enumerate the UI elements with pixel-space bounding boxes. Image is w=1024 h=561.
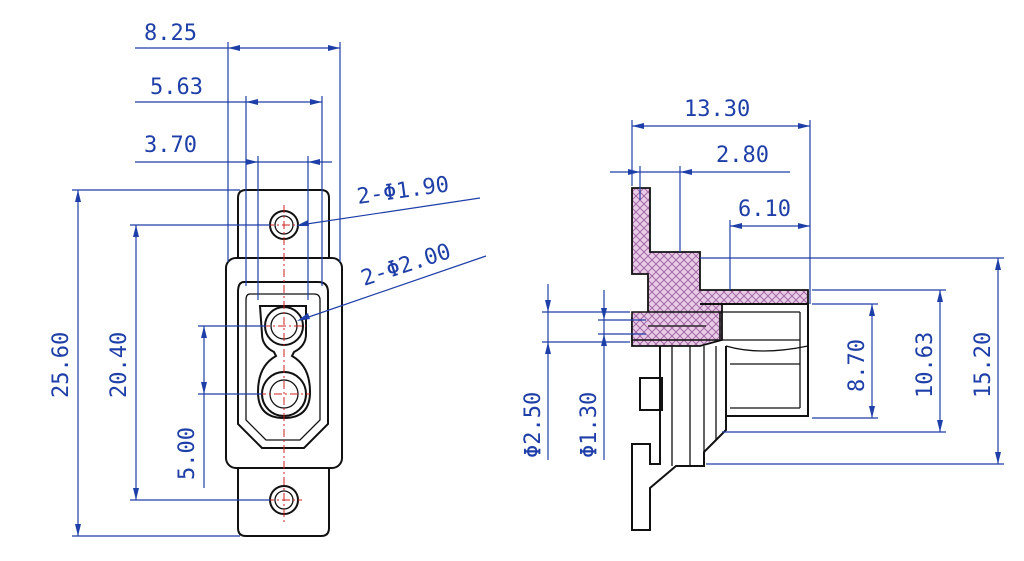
dim-front-width-overall: 8.25	[144, 21, 197, 46]
side-housing	[700, 303, 809, 417]
dim-side-length-overall: 13.30	[684, 97, 750, 122]
front-dimensions: 8.25 5.63 3.70 25.60 20.40	[49, 21, 487, 537]
dim-front-height-holes: 20.40	[107, 332, 132, 398]
front-bottom-tab	[237, 468, 330, 537]
front-inner-frame-2	[245, 293, 321, 441]
side-section-flange	[631, 187, 809, 347]
side-lower-body	[631, 346, 727, 531]
front-view	[225, 189, 343, 537]
dim-front-width-mid: 5.63	[150, 75, 203, 100]
dim-side-flange-offset: 2.80	[716, 143, 769, 168]
side-rear-stub	[639, 377, 663, 411]
dim-front-height-overall: 25.60	[49, 332, 74, 398]
side-dimensions: 13.30 2.80 6.10 15.20 10.63 8.	[521, 97, 1004, 465]
side-view	[631, 187, 809, 531]
dim-side-pin-outer-dia: Φ2.50	[521, 392, 546, 458]
dim-front-pin-pitch: 5.00	[175, 427, 200, 480]
dim-side-height-outer: 15.20	[971, 332, 996, 398]
dim-side-housing-length: 6.10	[738, 197, 791, 222]
dim-front-width-inner: 3.70	[144, 133, 197, 158]
front-inner-frame	[237, 281, 329, 449]
dim-side-pin-inner-dia: Φ1.30	[577, 392, 602, 458]
dim-side-height-inner: 8.70	[845, 339, 870, 392]
dim-side-height-mid: 10.63	[913, 332, 938, 398]
front-top-tab	[237, 189, 330, 258]
